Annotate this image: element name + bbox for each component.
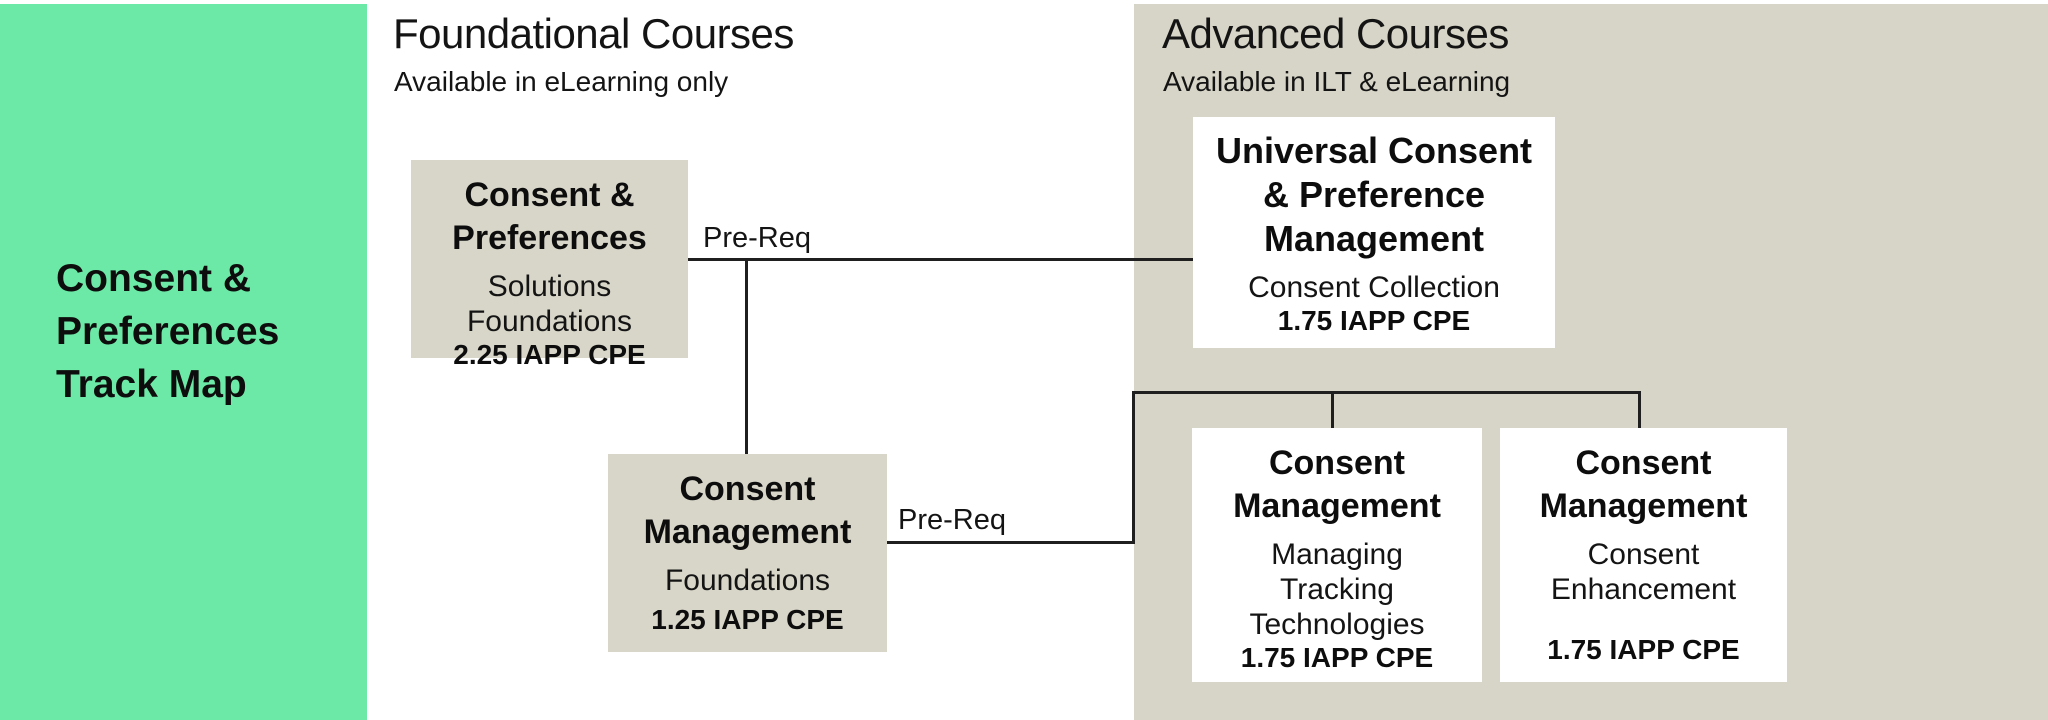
- advanced-courses-heading: Advanced Courses: [1162, 10, 1509, 57]
- course-box-consent-preferences-solutions-foundations: Consent & Preferences Solutions Foundati…: [411, 160, 688, 370]
- prereq-label-2: Pre-Req: [898, 504, 1006, 536]
- connector-line-drop-to-box4: [1331, 391, 1334, 430]
- course-title: Consent & Preferences: [452, 176, 647, 257]
- course-title: Consent Management: [643, 470, 852, 551]
- course-cpe-credits: 1.75 IAPP CPE: [1240, 642, 1434, 673]
- course-box-consent-management-consent-enhancement: Consent Management Consent Enhancement 1…: [1500, 428, 1787, 682]
- course-title: Universal Consent & Preference Managemen…: [1215, 130, 1533, 259]
- course-box-universal-consent-preference-management: Universal Consent & Preference Managemen…: [1193, 117, 1555, 348]
- connector-line-top-branch: [1132, 391, 1641, 394]
- course-subtitle: Consent Collection: [1248, 271, 1500, 304]
- course-subtitle: Managing Tracking Technologies: [1249, 538, 1425, 641]
- foundational-courses-heading: Foundational Courses: [393, 10, 794, 57]
- course-subtitle: Solutions Foundations: [466, 270, 633, 338]
- course-cpe-credits: 1.25 IAPP CPE: [651, 604, 844, 635]
- course-subtitle: Foundations: [664, 564, 831, 597]
- connector-line-drop-to-box5: [1638, 391, 1641, 430]
- track-sidebar: Consent & Preferences Track Map: [0, 4, 367, 720]
- track-map-title: Consent & Preferences Track Map: [56, 257, 280, 406]
- connector-line-elbow-up: [1132, 391, 1135, 544]
- course-title: Consent Management: [1539, 444, 1748, 525]
- course-box-consent-management-tracking-technologies: Consent Management Managing Tracking Tec…: [1192, 428, 1482, 682]
- course-subtitle: Consent Enhancement: [1550, 538, 1737, 606]
- advanced-courses-subtitle: Available in ILT & eLearning: [1163, 66, 1511, 97]
- connector-line-box2-right: [885, 541, 1135, 544]
- connector-line-box1-to-box3: [688, 258, 1193, 261]
- course-box-consent-management-foundations: Consent Management Foundations 1.25 IAPP…: [608, 454, 887, 652]
- course-title: Consent Management: [1233, 444, 1441, 525]
- connector-line-box1-to-box2: [745, 258, 748, 454]
- prereq-label-1: Pre-Req: [703, 222, 811, 254]
- course-cpe-credits: 1.75 IAPP CPE: [1277, 305, 1471, 336]
- course-cpe-credits: 2.25 IAPP CPE: [453, 339, 646, 370]
- course-cpe-credits: 1.75 IAPP CPE: [1547, 634, 1740, 665]
- foundational-courses-subtitle: Available in eLearning only: [394, 66, 729, 97]
